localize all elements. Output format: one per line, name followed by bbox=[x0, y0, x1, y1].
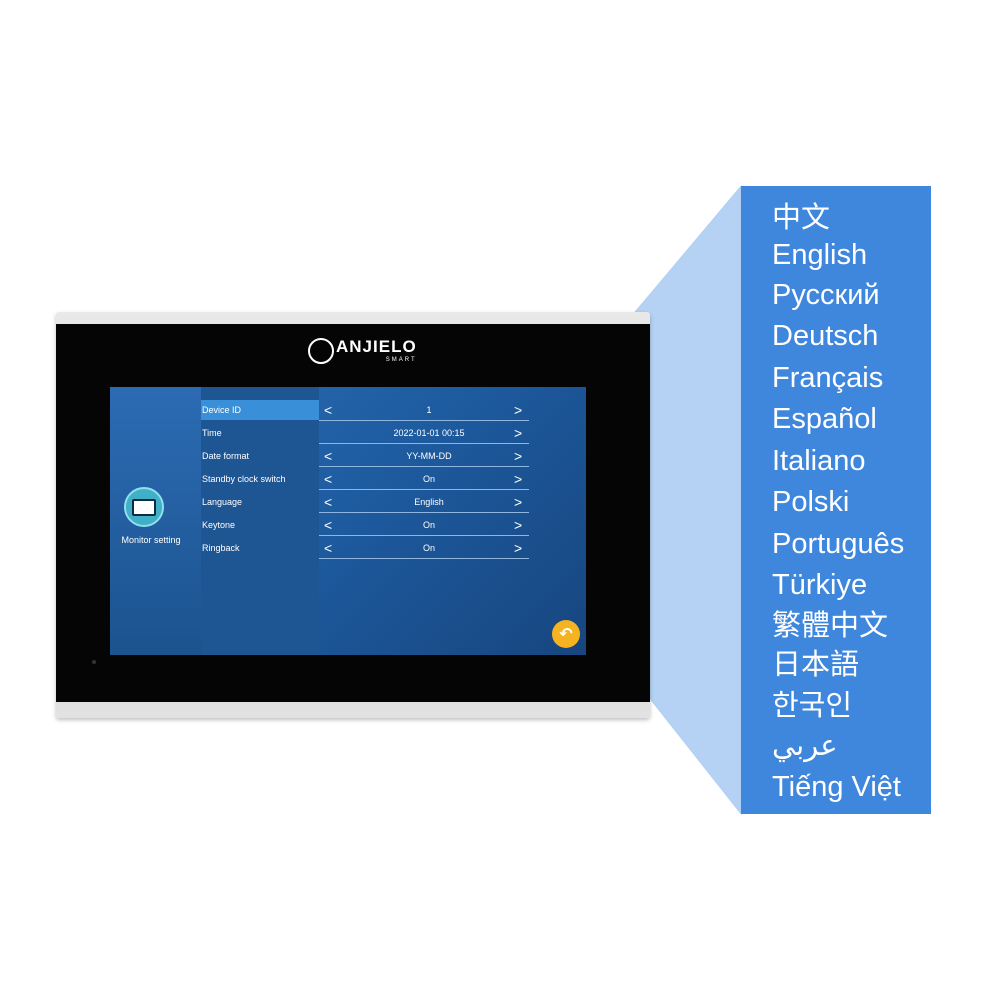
language-item: English bbox=[772, 239, 868, 271]
language-item: Tiếng Việt bbox=[772, 771, 901, 803]
chevron-right-icon[interactable]: > bbox=[514, 494, 523, 510]
chevron-right-icon[interactable]: > bbox=[514, 471, 523, 487]
language-item: Deutsch bbox=[772, 320, 879, 352]
value-row-ringback: < On > bbox=[319, 538, 529, 559]
value-device-id: 1 bbox=[426, 405, 432, 415]
monitor-icon[interactable] bbox=[124, 487, 164, 527]
monitor-device: ANJIELO SMART Monitor setting Device ID … bbox=[56, 312, 650, 718]
language-item: عربي bbox=[772, 730, 838, 762]
brand-sub: SMART bbox=[385, 357, 417, 363]
value-row-date-format: < YY-MM-DD > bbox=[319, 446, 529, 467]
value-row-device-id: < 1 > bbox=[319, 400, 529, 421]
language-item: 日本語 bbox=[772, 649, 860, 681]
brand-name: ANJIELO bbox=[336, 337, 417, 356]
language-item: 繁體中文 bbox=[772, 610, 889, 642]
menu-item-keytone[interactable]: Keytone bbox=[202, 520, 236, 530]
brand-logo: ANJIELO SMART bbox=[308, 338, 417, 364]
value-standby-clock: On bbox=[422, 474, 435, 484]
settings-menu: Device ID Time Date format Standby clock… bbox=[201, 387, 319, 655]
value-row-keytone: < On > bbox=[319, 515, 529, 536]
chevron-left-icon[interactable]: < bbox=[324, 402, 333, 418]
monitor-glyph bbox=[132, 498, 156, 516]
value-row-time: 2022-01-01 00:15 > bbox=[319, 423, 529, 444]
value-language: English bbox=[414, 497, 444, 507]
menu-item-date-format[interactable]: Date format bbox=[202, 451, 250, 461]
brand-mark-icon bbox=[308, 338, 334, 364]
device-bezel: ANJIELO SMART Monitor setting Device ID … bbox=[56, 324, 650, 702]
language-item: Français bbox=[772, 362, 884, 394]
settings-sidebar: Monitor setting bbox=[110, 387, 201, 655]
value-row-standby-clock: < On > bbox=[319, 469, 529, 490]
chevron-left-icon[interactable]: < bbox=[324, 517, 333, 533]
sidebar-label: Monitor setting bbox=[121, 535, 181, 545]
menu-item-language[interactable]: Language bbox=[202, 497, 243, 507]
chevron-left-icon[interactable]: < bbox=[324, 494, 333, 510]
language-item: Português bbox=[772, 528, 905, 560]
language-item: Español bbox=[772, 403, 877, 435]
chevron-left-icon[interactable]: < bbox=[324, 448, 333, 464]
microphone-hole bbox=[92, 660, 96, 664]
chevron-right-icon[interactable]: > bbox=[514, 448, 523, 464]
menu-item-standby-clock[interactable]: Standby clock switch bbox=[202, 474, 286, 484]
chevron-left-icon[interactable]: < bbox=[324, 471, 333, 487]
value-ringback: On bbox=[422, 543, 435, 553]
chevron-right-icon[interactable]: > bbox=[514, 402, 523, 418]
value-row-language: < English > bbox=[319, 492, 529, 513]
language-item: Русский bbox=[772, 279, 880, 311]
device-screen: Monitor setting Device ID Time Date form… bbox=[110, 387, 586, 655]
menu-item-ringback[interactable]: Ringback bbox=[202, 543, 240, 553]
value-time: 2022-01-01 00:15 bbox=[393, 428, 465, 438]
language-item: Türkiye bbox=[772, 569, 868, 601]
chevron-right-icon[interactable]: > bbox=[514, 517, 523, 533]
language-item: 한국인 bbox=[772, 690, 853, 722]
chevron-left-icon[interactable]: < bbox=[324, 540, 333, 556]
language-item: 中文 bbox=[772, 202, 831, 234]
language-item: Polski bbox=[772, 486, 850, 518]
language-panel: 中文 English Русский Deutsch Français Espa… bbox=[741, 186, 931, 814]
back-arrow-icon[interactable]: ↶ bbox=[552, 620, 580, 648]
settings-values: < 1 > 2022-01-01 00:15 > < YY-MM-DD > < … bbox=[319, 387, 586, 655]
menu-item-time[interactable]: Time bbox=[202, 428, 222, 438]
chevron-right-icon[interactable]: > bbox=[514, 425, 523, 441]
value-date-format: YY-MM-DD bbox=[406, 451, 452, 461]
chevron-right-icon[interactable]: > bbox=[514, 540, 523, 556]
language-item: Italiano bbox=[772, 445, 866, 477]
menu-item-device-id[interactable]: Device ID bbox=[201, 400, 319, 420]
value-keytone: On bbox=[422, 520, 435, 530]
